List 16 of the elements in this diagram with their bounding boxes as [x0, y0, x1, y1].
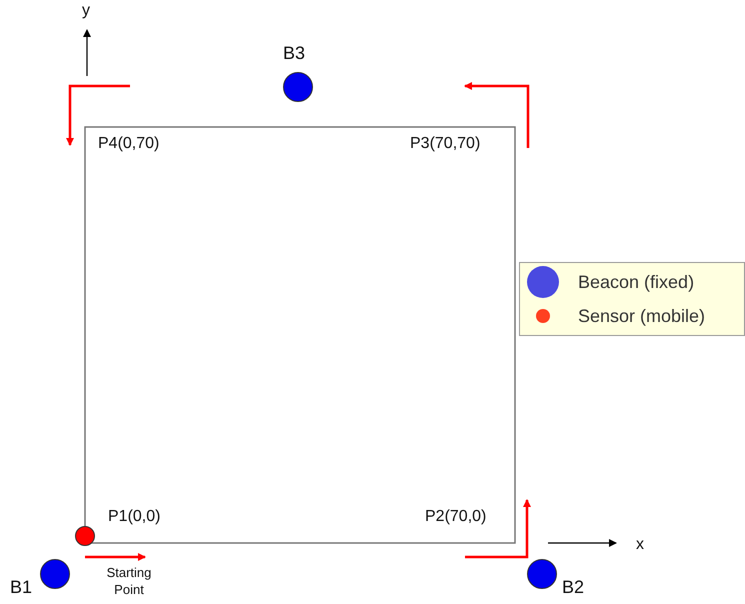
- corner-label: P4(0,70): [98, 135, 160, 153]
- corner-label: P2(70,0): [425, 508, 486, 526]
- legend-label: Beacon (fixed): [578, 272, 694, 293]
- axis-label: y: [82, 2, 90, 20]
- corner-label: P1(0,0): [108, 508, 160, 526]
- beacon-label: B2: [562, 578, 584, 596]
- start-note: Starting Point: [106, 564, 152, 598]
- beacon-circle: [283, 72, 313, 102]
- corner-label: P3(70,70): [410, 135, 480, 153]
- sensor-dot: [75, 526, 95, 546]
- beacon-label: B3: [283, 44, 306, 62]
- beacon-circle: [527, 559, 557, 589]
- beacon-label: B1: [10, 578, 32, 596]
- axis-label: x: [636, 536, 644, 554]
- legend-label: Sensor (mobile): [578, 306, 706, 327]
- beacon-circle: [40, 559, 70, 589]
